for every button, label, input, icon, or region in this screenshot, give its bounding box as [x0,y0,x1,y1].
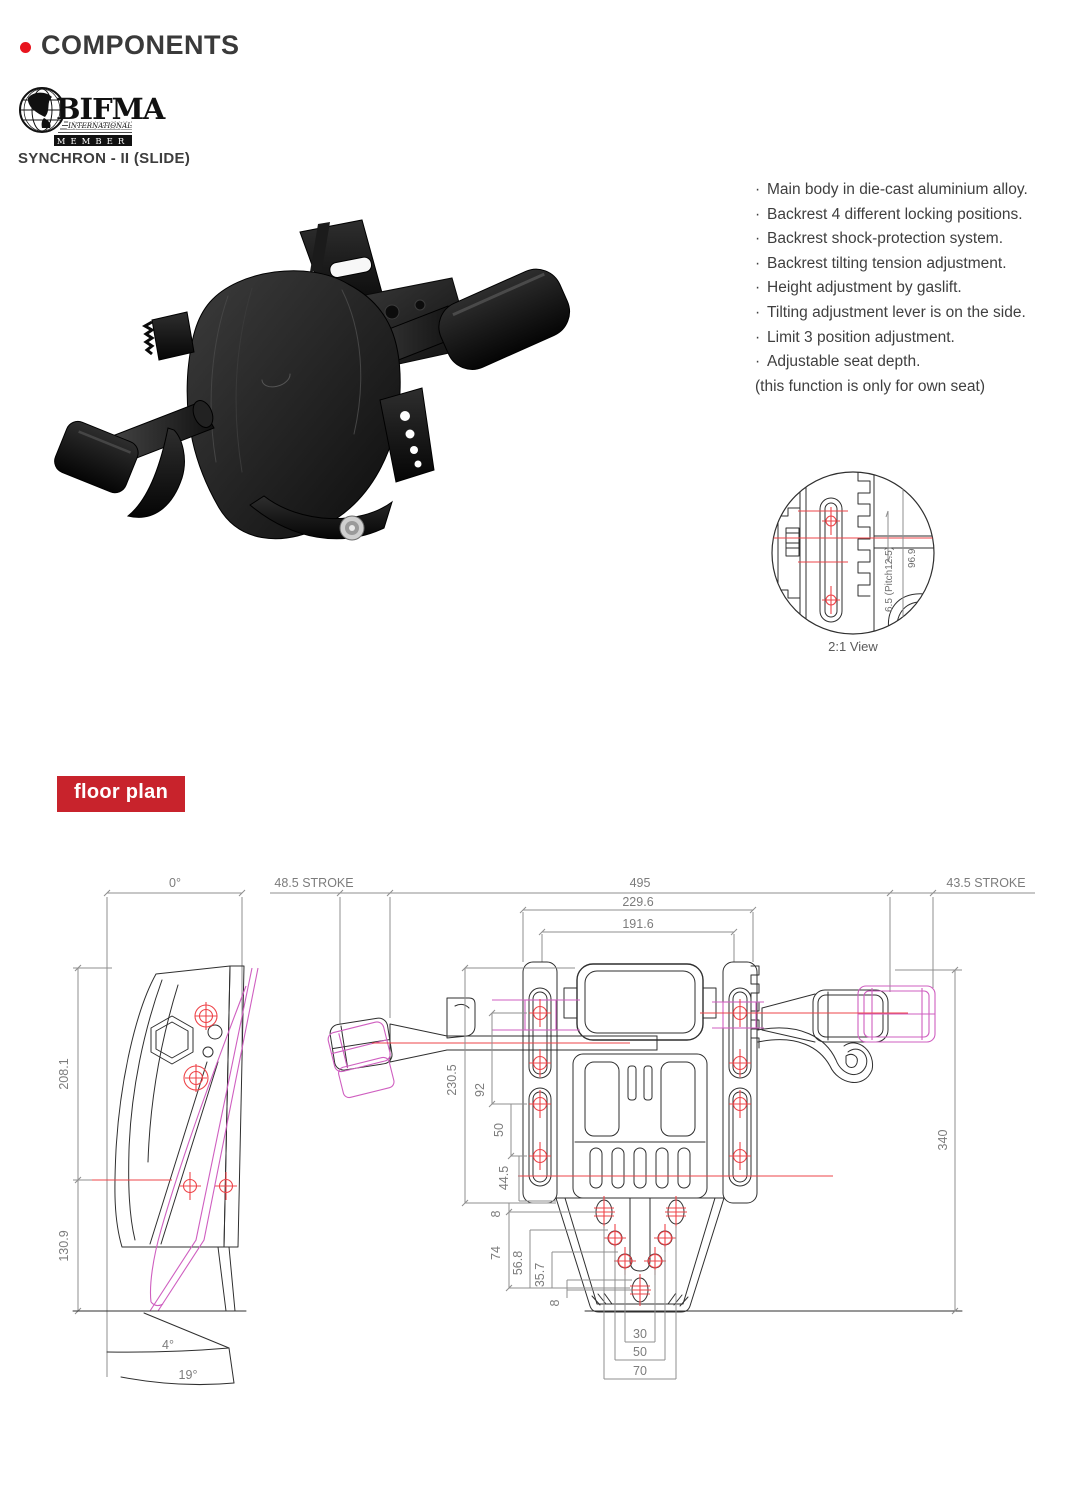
feature-item: ·Backrest shock-protection system. [755,230,1004,248]
section-bullet-icon [20,41,31,53]
dim-stroke-right: 43.5 STROKE [946,876,1025,890]
right-knob [812,989,889,1043]
serrated-rack [141,311,195,361]
left-rail-overlay [492,999,580,1031]
base-hole [592,1195,616,1229]
feature-list: ·Main body in die-cast aluminium alloy. … [755,178,1055,399]
detail-dim-pitch: 6.5 (Pitch12.5) [884,547,895,612]
angle-fans: 4° 19° [106,1312,235,1386]
product-model-label: SYNCHRON - II (SLIDE) [18,150,191,167]
floor-plan-label: floor plan [57,776,186,812]
dim-230: 230.5 [445,1064,459,1095]
dim-229: 229.6 [622,895,653,909]
bifma-logo: BIFMA INTERNATIONAL MEMBER [19,87,167,147]
dim-191: 191.6 [622,917,653,931]
logo-subtitle: INTERNATIONAL [67,122,132,130]
dim-8-top: 8 [489,1210,503,1217]
left-knob-overlay [327,1021,395,1099]
right-dim-340: 340 [895,966,962,1315]
side-view: 208.1 130.9 [57,964,259,1386]
left-lever [54,400,215,494]
right-knob-overlay [857,985,936,1043]
dim-340: 340 [936,1130,950,1151]
dim-208: 208.1 [57,1058,71,1089]
dim-495: 495 [630,876,651,890]
feature-item: ·Main body in die-cast aluminium alloy. [755,181,1028,198]
dim-50b: 50 [633,1345,647,1359]
feature-note: (this function is only for own seat) [755,377,986,395]
tilted-position-overlay [149,967,259,1312]
globe-icon [21,89,63,131]
feature-item: ·Backrest 4 different locking positions. [755,205,1023,223]
detail-view-caption: 2:1 View [828,639,878,654]
feature-item: ·Tilting adjustment lever is on the side… [755,303,1026,321]
feature-item: ·Backrest tilting tension adjustment. [755,254,1007,272]
side-view-crosses [178,1001,238,1201]
dim-8-bottom: 8 [548,1299,562,1306]
top-view [327,961,963,1313]
dim-70: 70 [633,1364,647,1378]
logo-name: BIFMA [56,92,166,126]
dim-stroke-left: 48.5 STROKE [274,876,353,890]
logo-lines [58,121,132,133]
dim-30: 30 [633,1327,647,1341]
dim-74: 74 [489,1246,503,1260]
feature-item: ·Height adjustment by gaslift. [755,279,962,297]
floor-plan-drawing: 0° 48.5 STROKE 495 43.5 STROKE 229.6 191… [57,876,1035,1386]
dim-130: 130.9 [57,1230,71,1261]
dim-35: 35.7 [533,1263,547,1287]
dim-56: 56.8 [511,1251,525,1275]
screw-detail [785,527,800,557]
right-rail-overlay [712,1001,764,1029]
red-cross [822,507,840,614]
dim-44: 44.5 [497,1166,511,1190]
logo-member-label: MEMBER [57,137,129,147]
product-photo [54,219,571,541]
tilt-handle-curl [757,1027,874,1083]
dim-50: 50 [492,1123,506,1137]
rail-crosses [528,998,752,1171]
paddle-handle [126,427,185,518]
feature-item: ·Adjustable seat depth. [755,353,921,371]
section-header: COMPONENTS [20,30,240,61]
dim-angle4: 4° [162,1338,174,1352]
bottom-dims: 30 50 70 [603,1226,677,1380]
dim-92: 92 [473,1083,487,1097]
left-dim-chain: 230.5 92 50 44.5 8 74 56.8 35.7 [445,964,632,1306]
base-hole [628,1273,652,1307]
main-body [186,270,401,540]
feature-item: ·Limit 3 position adjustment. [755,328,955,346]
page-title: COMPONENTS [41,30,240,60]
base-hole [664,1195,688,1229]
dim-angle19: 19° [179,1368,198,1382]
top-dimensions: 0° 48.5 STROKE 495 43.5 STROKE 229.6 191… [103,876,1035,1377]
detail-view-2to1: 6.5 (Pitch12.5) 96.9 2:1 View [771,471,935,654]
perforated-strip [379,387,435,483]
dim-angle0: 0° [169,876,181,890]
base-plate [249,495,393,541]
detail-dim-height: 96.9 [907,548,918,568]
